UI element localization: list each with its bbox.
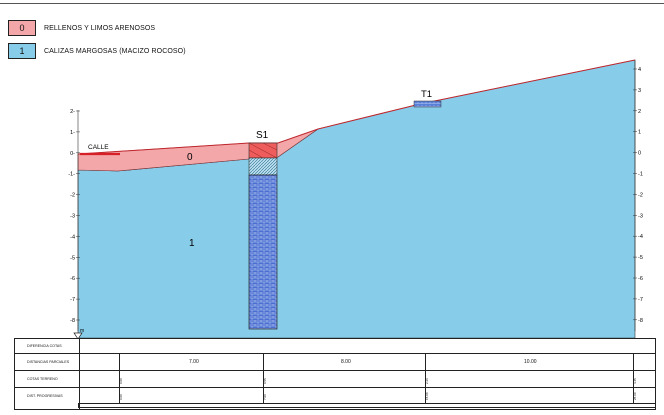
- axis-tick-label: 1: [638, 130, 641, 136]
- test-pit-t1: [413, 100, 442, 108]
- test-pit-t1-label: T1: [421, 89, 432, 100]
- axis-tick-label: 4: [638, 67, 641, 73]
- layer-1-label: 1: [189, 238, 195, 249]
- top-border-line: [0, 3, 664, 4]
- table-row-ground-levels: COTAS TERRENO 0.00 0.55 2.26 4.45: [15, 371, 655, 388]
- legend-item-rock: 1 CALIZAS MARGOSAS (MACIZO ROCOSO): [8, 43, 186, 59]
- table-row-partial-distances: DISTANCIAS PARCIALES 7.00 8.00 10.00: [15, 354, 655, 371]
- profile-data-table: DIFERENCIA COTAS DISTANCIAS PARCIALES 7.…: [14, 338, 656, 410]
- partial-distance-3: 10.00: [524, 359, 537, 365]
- axis-tick-label: -1-: [68, 172, 75, 178]
- axis-tick-label: 1-: [70, 130, 75, 136]
- axis-tick-label: -6: [70, 276, 75, 282]
- axis-tick-label: -7: [70, 297, 75, 303]
- axis-tick-label: -5: [638, 255, 643, 261]
- borehole-s1-label: S1: [256, 130, 269, 141]
- legend-item-fill: 0 RELLENOS Y LIMOS ARENOSOS: [8, 20, 155, 36]
- ground-surface-line: [77, 59, 636, 155]
- table-divider-left: [79, 339, 80, 409]
- rock-layer-1: [77, 59, 636, 338]
- axis-tick-label: -4: [638, 234, 643, 240]
- layer-0-label: 0: [187, 152, 193, 163]
- table-divider-3: [425, 354, 426, 404]
- axis-tick-label: 2-: [70, 109, 75, 115]
- partial-distance-2: 8.00: [341, 359, 351, 365]
- table-row-cota-diff: DIFERENCIA COTAS: [15, 339, 655, 354]
- axis-tick-label: -7: [638, 297, 643, 303]
- axis-tick-label: -8: [70, 318, 75, 324]
- axis-tick-label: 0: [638, 151, 641, 157]
- axis-tick-label: -2: [638, 192, 643, 198]
- axis-tick-label: -3: [70, 214, 75, 220]
- distance-ruler: [78, 403, 656, 408]
- left-elevation-axis: 2- 1- 0- -1- -2 -3 -4 -5 -6 -7 -8: [68, 109, 80, 324]
- axis-tick-label: -4: [70, 234, 75, 240]
- axis-tick-label: -3: [638, 213, 643, 219]
- datum-triangle-marker: [73, 332, 83, 338]
- table-divider-4: [633, 354, 634, 404]
- partial-distance-1: 7.00: [189, 359, 199, 365]
- axis-tick-label: 2: [638, 109, 641, 115]
- legend-label-fill: RELLENOS Y LIMOS ARENOSOS: [44, 24, 156, 32]
- borehole-s1-transition: [248, 157, 278, 176]
- legend-swatch-rock: 1: [8, 43, 36, 59]
- axis-tick-label: -5: [70, 255, 75, 261]
- axis-tick-label: -2: [70, 193, 75, 199]
- right-elevation-axis: 4 3 2 1 0 -1 -2 -3 -4 -5 -6 -7 -8: [633, 67, 643, 324]
- axis-tick-label: -6: [638, 276, 643, 282]
- axis-tick-label: 0-: [70, 151, 75, 157]
- table-divider-1: [119, 354, 120, 404]
- row-label-ground-levels: COTAS TERRENO: [27, 377, 58, 381]
- borehole-s1-rock-core: [248, 174, 278, 330]
- calle-label: CALLE: [88, 144, 109, 151]
- row-label-partial-distances: DISTANCIAS PARCIALES: [27, 360, 70, 364]
- row-label-progressive-distances: DIST. PROGRESIVAS: [27, 394, 63, 398]
- axis-tick-label: -8: [638, 318, 643, 324]
- datum-unit-label: m: [80, 328, 84, 334]
- legend-label-rock: CALIZAS MARGOSAS (MACIZO ROCOSO): [44, 47, 186, 55]
- legend-swatch-fill: 0: [8, 20, 36, 36]
- geotechnical-profile: CALLE S1 T1 0 1 2-1-0--1--2-3-4-5-6-7-8 …: [68, 59, 643, 338]
- table-row-progressive-distances: DIST. PROGRESIVAS 0.00 7.00 15.00 25.00: [15, 388, 655, 404]
- axis-tick-label: 3: [638, 88, 641, 94]
- table-divider-2: [263, 354, 264, 404]
- axis-tick-label: -1: [638, 172, 643, 178]
- row-label-cota-diff: DIFERENCIA COTAS: [27, 344, 62, 348]
